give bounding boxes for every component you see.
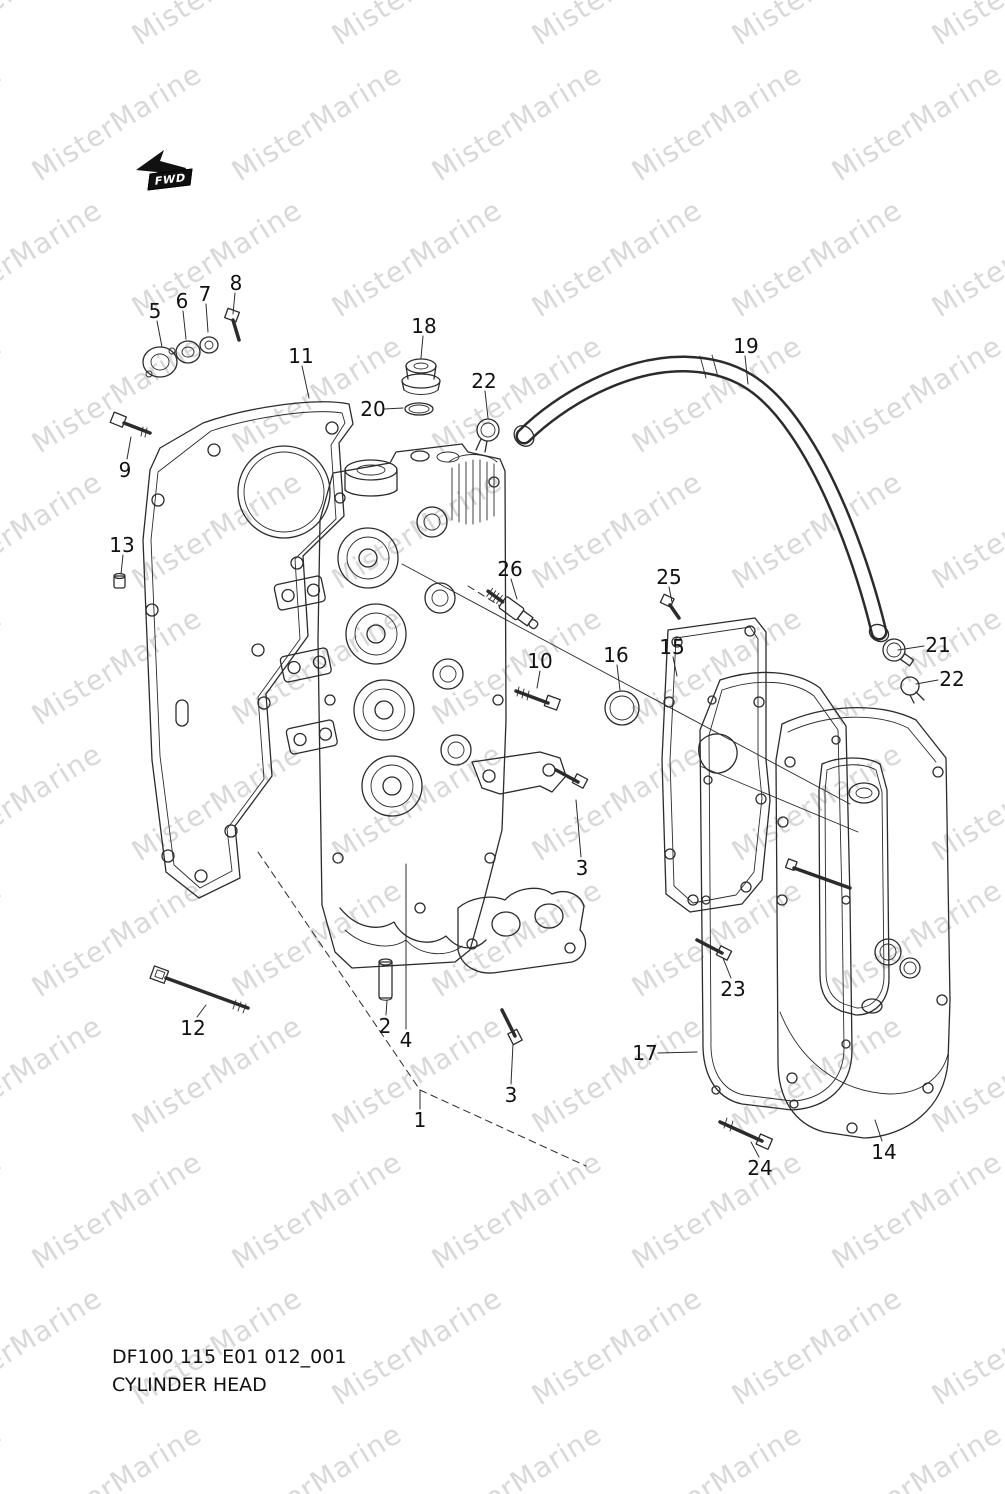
part-plate-gasket-15 [661, 617, 771, 913]
part-head-gasket-11 [142, 401, 354, 899]
callout-7: 7 [198, 282, 212, 306]
callout-14: 14 [871, 1140, 897, 1164]
callout-26: 26 [497, 557, 523, 581]
callout-8: 8 [229, 271, 243, 295]
part-seal-20 [404, 402, 434, 416]
callout-10: 10 [527, 649, 553, 673]
part-plug-13 [113, 572, 126, 589]
part-anode-cover-5-6-7 [142, 336, 219, 378]
part-bolt-12 [149, 965, 250, 1014]
callout-9: 9 [118, 458, 132, 482]
part-hose-19 [513, 354, 890, 643]
part-clamp-21 [882, 638, 915, 667]
callout-24: 24 [747, 1156, 773, 1180]
part-bolt-9 [109, 411, 152, 438]
part-spark-plug-26 [486, 587, 539, 630]
part-cover-gasket-17 [699, 671, 853, 1111]
part-bolt-10 [514, 686, 561, 711]
part-bolt-3-lower [500, 1008, 523, 1046]
part-bolt-23 [695, 938, 733, 961]
callout-21: 21 [925, 633, 951, 657]
callout-3-upper: 3 [575, 856, 589, 880]
callout-15: 15 [659, 635, 685, 659]
callout-17: 17 [632, 1041, 658, 1065]
callout-2: 2 [378, 1014, 392, 1038]
part-bolt-3-upper [554, 768, 589, 789]
diagram-title: CYLINDER HEAD [112, 1374, 267, 1396]
callout-4: 4 [399, 1028, 413, 1052]
part-cylinder-head-1 [273, 443, 507, 969]
callout-11: 11 [288, 344, 314, 368]
part-cap-18 [401, 358, 441, 395]
callout-22-left: 22 [471, 369, 497, 393]
part-bolt-25 [659, 593, 681, 620]
callout-20: 20 [360, 397, 386, 421]
callout-19: 19 [733, 334, 759, 358]
part-seal-16 [604, 690, 640, 726]
part-bracket-lower [457, 887, 587, 974]
callout-5: 5 [148, 299, 162, 323]
part-head-cover-14 [775, 707, 951, 1139]
part-bolt-24 [718, 1117, 774, 1150]
part-bracket-upper [471, 751, 567, 795]
callout-23: 23 [720, 977, 746, 1001]
callout-18: 18 [411, 314, 437, 338]
part-dowel-2 [378, 958, 393, 1001]
callout-25: 25 [656, 565, 682, 589]
callout-6: 6 [175, 289, 189, 313]
leader-lines [120, 292, 939, 1158]
callout-13: 13 [109, 533, 135, 557]
callout-3-lower: 3 [504, 1083, 518, 1107]
callout-22-right: 22 [939, 667, 965, 691]
part-clamp-22-right [900, 676, 925, 704]
callout-1: 1 [413, 1108, 427, 1132]
diagram-code: DF100 115 E01 012_001 [112, 1346, 347, 1368]
part-bolt-8 [224, 307, 241, 342]
callout-12: 12 [180, 1016, 206, 1040]
construction-lines [257, 563, 859, 1167]
part-clamp-22-left [475, 418, 500, 453]
callout-16: 16 [603, 643, 629, 667]
